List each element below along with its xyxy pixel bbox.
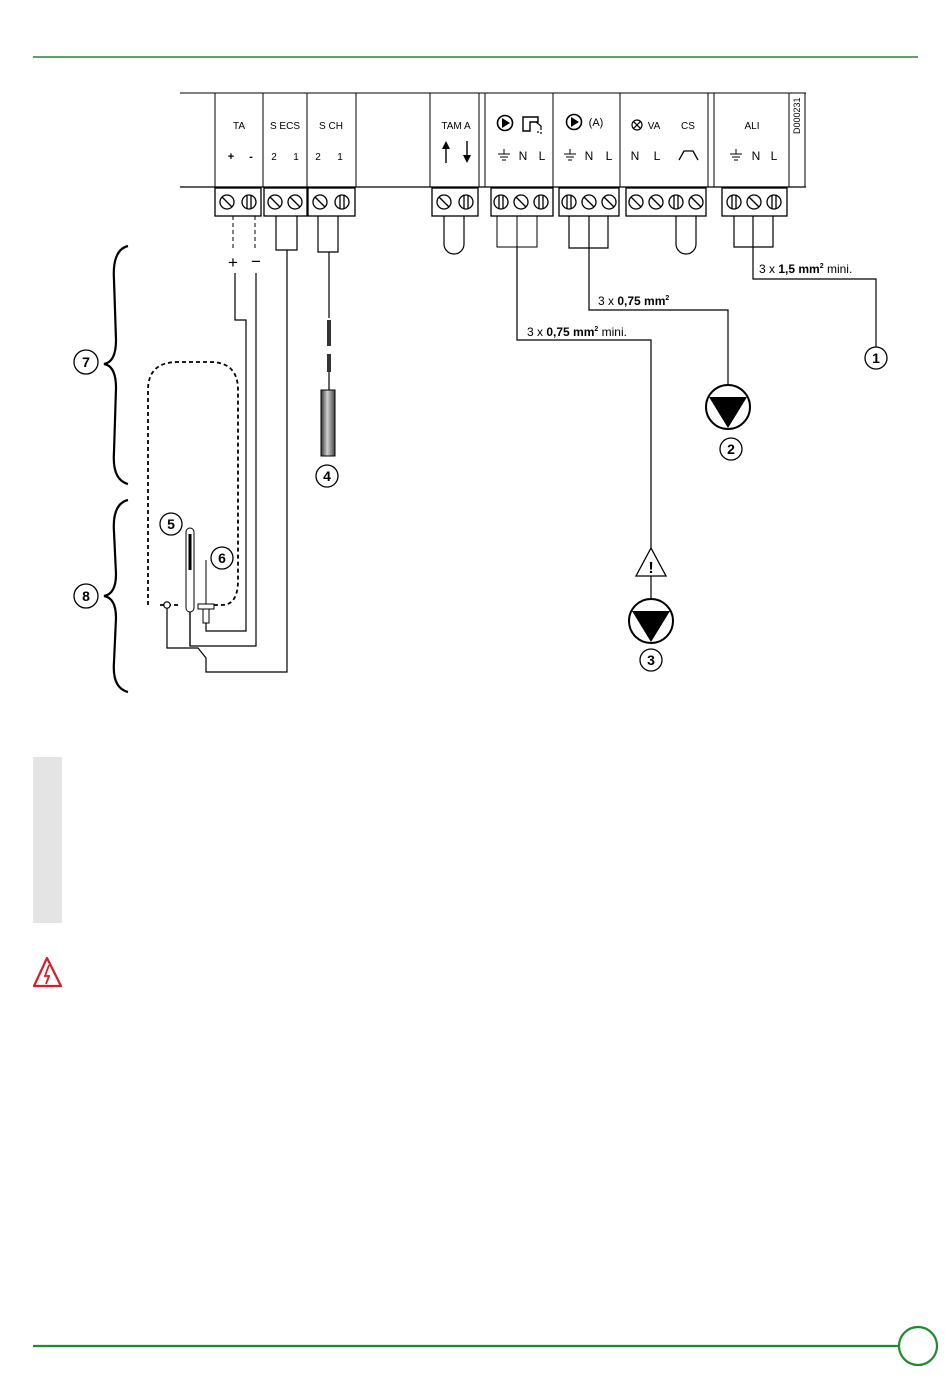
contact-symbol-icon [679, 151, 698, 160]
va-l: L [654, 149, 661, 163]
pump-symbol-icon [498, 116, 513, 131]
screw-connectors [215, 188, 787, 216]
pump-a-label: (A) [589, 117, 604, 129]
callout-6: 6 [218, 550, 226, 566]
brace-7-icon [104, 246, 128, 484]
ali-l: L [771, 149, 778, 163]
va-n: N [631, 149, 640, 163]
warning-icon [34, 958, 61, 986]
s-ch-label: S CH [319, 121, 343, 132]
cs-label: CS [681, 121, 695, 132]
pump-dhw-n: N [519, 149, 528, 163]
valve-lamp-icon [632, 120, 642, 130]
s-ecs-wire-run [167, 250, 287, 672]
brace-8-icon [104, 500, 128, 692]
ta-wire-plus-run [206, 273, 246, 631]
ali-n: N [752, 149, 761, 163]
pump-a-bridge [569, 216, 608, 248]
dhw-pump-bridge [497, 216, 537, 247]
svg-text:!: ! [648, 560, 653, 577]
pump-symbol-icon [567, 115, 582, 130]
thermostat-6-body [198, 604, 214, 609]
pump-2-icon [706, 385, 750, 429]
pump-3-icon [629, 599, 673, 643]
cable-label-3: 3 x 0,75 mm2 mini. [527, 325, 627, 339]
callout-3: 3 [647, 652, 655, 668]
reference-code: D000231 [792, 97, 802, 134]
va-label: VA [648, 121, 661, 132]
s-ecs-label: S ECS [270, 121, 300, 132]
pump-dhw-l: L [539, 149, 546, 163]
cable-label-1: 3 x 1,5 mm2 mini. [759, 262, 852, 276]
side-tab-grey [33, 757, 62, 923]
ta-wire-plus: + [228, 253, 238, 272]
tam-a-loop [444, 216, 464, 254]
callout-2: 2 [727, 441, 735, 457]
callout-5: 5 [167, 516, 175, 532]
ta-label: TA [233, 121, 245, 132]
ta-minus: - [249, 151, 253, 163]
terminal-block [180, 93, 806, 187]
earth-icon [564, 149, 576, 160]
ali-bridge [734, 216, 773, 247]
s-ecs-bridge [276, 216, 297, 250]
s-ch-bridge [318, 216, 338, 252]
pump-a-n: N [585, 149, 594, 163]
thermostat-6-stem [203, 609, 209, 623]
s-ecs-pin-2: 2 [271, 152, 277, 163]
ta-wire-minus: − [251, 252, 261, 271]
s-ch-pin-1: 1 [337, 152, 343, 163]
ta-plus: + [228, 151, 234, 163]
pump-a-l: L [606, 149, 613, 163]
callout-4: 4 [323, 468, 331, 484]
cable-label-2: 3 x 0,75 mm2 [598, 294, 669, 308]
cable-dhw-to-3 [517, 247, 651, 548]
earth-icon [730, 149, 742, 160]
callout-1: 1 [872, 350, 880, 366]
cable-pump-a-to-2 [589, 248, 728, 385]
cs-loop [676, 216, 696, 254]
page-number-circle [899, 1327, 937, 1365]
tank-connection-point [164, 602, 170, 608]
callout-7: 7 [82, 354, 90, 370]
earth-icon [498, 149, 510, 160]
arrow-up-down-icon [442, 141, 471, 163]
ali-label: ALI [744, 121, 759, 132]
tap-icon [523, 117, 541, 134]
sensor-5-probe-inner [189, 534, 192, 570]
sensor-4-probe [321, 390, 335, 456]
callout-8: 8 [82, 588, 90, 604]
s-ecs-pin-1: 1 [293, 152, 299, 163]
s-ch-pin-2: 2 [315, 152, 321, 163]
warning-triangle-icon: ! [636, 548, 666, 577]
tam-a-label: TAM A [441, 121, 471, 132]
